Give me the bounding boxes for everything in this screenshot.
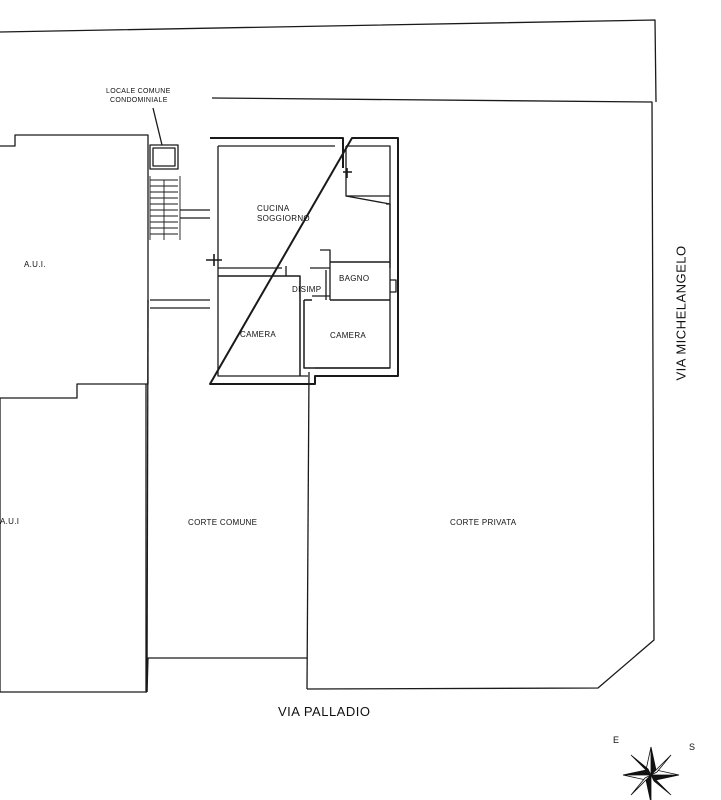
- soggiorno-label: SOGGIORNO: [257, 214, 310, 223]
- cucina-label: CUCINA: [257, 204, 290, 213]
- locale-comune-box: [149, 144, 179, 170]
- camera-left-walls: [218, 275, 301, 376]
- via-palladio-label: VIA PALLADIO: [278, 704, 371, 719]
- door-mark-2: [206, 254, 222, 266]
- corte-privata-label: CORTE PRIVATA: [450, 518, 517, 527]
- compass-rose: [622, 746, 680, 800]
- disimp-label: DISIMP: [292, 285, 322, 294]
- locale-comune-label-1: LOCALE COMUNE: [106, 88, 171, 95]
- camera-right-walls: [303, 299, 390, 369]
- camera-right-label: CAMERA: [330, 331, 367, 340]
- compass-south-label: S: [689, 742, 696, 752]
- door-mark-1: [343, 168, 352, 178]
- camera-left-label: CAMERA: [240, 330, 277, 339]
- bagno-walls: [330, 261, 390, 301]
- compass-east-label: E: [613, 735, 620, 745]
- property-boundary-top: [0, 19, 657, 103]
- via-michelangelo-label: VIA MICHELANGELO: [673, 245, 689, 381]
- locale-comune-leader: [152, 107, 163, 146]
- bagno-label: BAGNO: [339, 274, 370, 283]
- aui-bottom-outline: [0, 398, 147, 693]
- corte-comune-label: CORTE COMUNE: [188, 518, 258, 527]
- aui-top-outline: [0, 134, 149, 399]
- locale-comune-label-2: CONDOMINIALE: [110, 97, 168, 104]
- property-boundary-right: [211, 97, 655, 690]
- aui-top-label: A.U.I.: [24, 260, 46, 269]
- staircase: [149, 176, 181, 240]
- aui-bottom-label: A.U.I: [0, 517, 20, 526]
- corte-privata-left-edge: [306, 371, 310, 690]
- corte-comune-outline: [146, 657, 307, 693]
- apartment-outer-wall: [209, 137, 399, 385]
